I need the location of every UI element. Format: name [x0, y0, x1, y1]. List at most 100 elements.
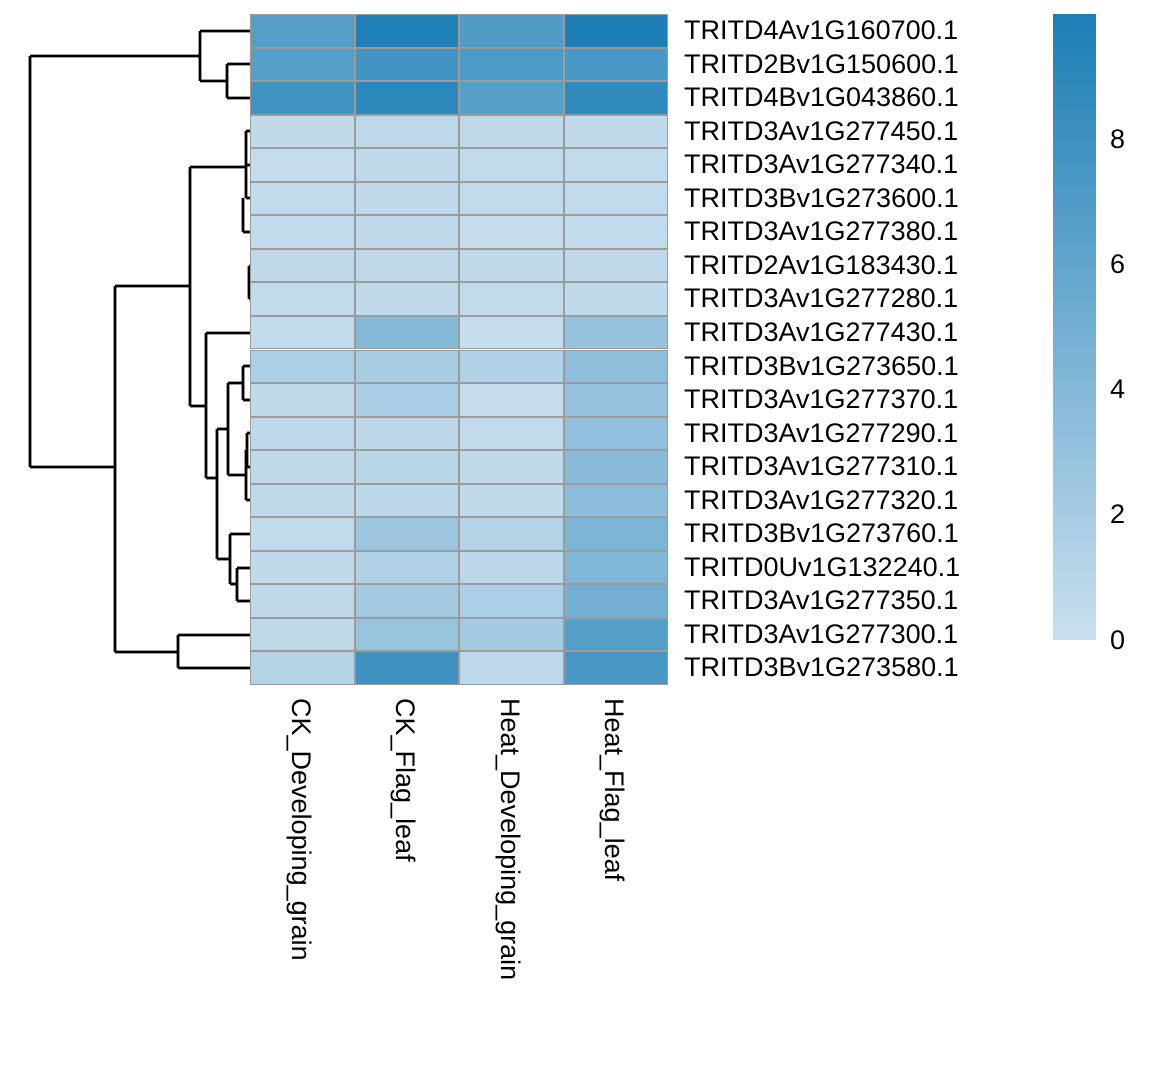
heatmap-cell — [459, 383, 564, 417]
legend-tick-label: 6 — [1110, 248, 1126, 279]
row-label: TRITD3Bv1G273760.1 — [684, 518, 959, 549]
heatmap-cell — [354, 450, 459, 484]
heatmap-cell — [459, 114, 564, 149]
column-label: Heat_Flag_leaf — [599, 698, 630, 882]
heatmap-cell — [354, 651, 459, 685]
heatmap-cell — [354, 617, 459, 652]
heatmap-cell — [250, 47, 355, 82]
row-label: TRITD3Av1G277290.1 — [684, 417, 959, 448]
heatmap-cell — [250, 517, 355, 551]
heatmap-cell — [459, 81, 564, 115]
heatmap-cell — [354, 483, 459, 518]
heatmap-cell — [250, 483, 355, 518]
heatmap-cell — [563, 215, 668, 249]
heatmap-cell — [459, 181, 564, 216]
heatmap-cell — [563, 617, 668, 652]
heatmap-cell — [563, 114, 668, 149]
heatmap-cell — [563, 181, 668, 216]
heatmap-cell — [459, 349, 564, 384]
heatmap-cell — [250, 550, 355, 585]
heatmap-cell — [250, 450, 355, 484]
heatmap-cell — [459, 14, 564, 48]
heatmap-cell — [459, 282, 564, 316]
heatmap-cell — [459, 416, 564, 451]
heatmap-cell — [250, 215, 355, 249]
heatmap-cell — [459, 483, 564, 518]
heatmap-cell — [459, 617, 564, 652]
row-label: TRITD0Uv1G132240.1 — [684, 551, 961, 582]
heatmap-cell — [354, 248, 459, 283]
heatmap-cell — [563, 349, 668, 384]
heatmap-cell — [354, 14, 459, 48]
row-label: TRITD3Av1G277350.1 — [684, 585, 959, 616]
legend-tick-label: 2 — [1110, 499, 1126, 530]
heatmap-cell — [354, 181, 459, 216]
heatmap-cell — [563, 315, 668, 350]
row-label: TRITD3Av1G277300.1 — [684, 618, 959, 649]
heatmap-cell — [354, 282, 459, 316]
row-label: TRITD3Bv1G273600.1 — [684, 182, 959, 213]
heatmap-cell — [250, 114, 355, 149]
heatmap-cell — [563, 550, 668, 585]
heatmap-cell — [563, 483, 668, 518]
heatmap-cell — [354, 416, 459, 451]
heatmap-cell — [459, 517, 564, 551]
heatmap-cell — [250, 181, 355, 216]
heatmap-cell — [563, 81, 668, 115]
heatmap-cell — [250, 349, 355, 384]
heatmap-cell — [250, 248, 355, 283]
heatmap-cell — [250, 282, 355, 316]
heatmap-cell — [563, 14, 668, 48]
heatmap-cell — [354, 550, 459, 585]
heatmap-cell — [354, 114, 459, 149]
heatmap-cell — [563, 282, 668, 316]
heatmap-cell — [354, 517, 459, 551]
heatmap-cell — [354, 215, 459, 249]
heatmap-cell — [459, 148, 564, 182]
heatmap-cell — [354, 315, 459, 350]
heatmap-cell — [459, 450, 564, 484]
heatmap-cell — [354, 584, 459, 618]
heatmap-cell — [250, 584, 355, 618]
heatmap-cell — [250, 148, 355, 182]
heatmap-cell — [563, 651, 668, 685]
heatmap-cell — [563, 248, 668, 283]
row-label: TRITD3Av1G277430.1 — [684, 316, 959, 347]
row-label: TRITD3Av1G277320.1 — [684, 484, 959, 515]
heatmap-cell — [250, 81, 355, 115]
row-label: TRITD2Bv1G150600.1 — [684, 48, 959, 79]
legend-tick-label: 4 — [1110, 374, 1126, 405]
heatmap-cell — [459, 248, 564, 283]
legend-tick-label: 0 — [1110, 624, 1126, 655]
heatmap-cell — [250, 416, 355, 451]
heatmap-cell — [459, 584, 564, 618]
row-label: TRITD3Bv1G273580.1 — [684, 652, 959, 683]
column-label: Heat_Developing_grain — [494, 698, 525, 981]
legend-tick-label: 8 — [1110, 123, 1126, 154]
heatmap-cell — [563, 416, 668, 451]
heatmap-cell — [354, 47, 459, 82]
heatmap-cell — [563, 148, 668, 182]
heatmap-cell — [459, 315, 564, 350]
heatmap-cell — [563, 383, 668, 417]
row-label: TRITD4Av1G160700.1 — [684, 15, 959, 45]
heatmap-cell — [563, 517, 668, 551]
heatmap-cell — [459, 47, 564, 82]
column-label: CK_Developing_grain — [285, 698, 316, 961]
row-label: TRITD3Av1G277280.1 — [684, 283, 959, 314]
legend-gradient-bar — [1053, 14, 1096, 640]
heatmap-cell — [250, 383, 355, 417]
heatmap-cell — [563, 450, 668, 484]
heatmap-cell — [459, 215, 564, 249]
row-label: TRITD3Av1G277380.1 — [684, 216, 959, 247]
row-label: TRITD3Bv1G273650.1 — [684, 350, 959, 381]
column-label: CK_Flag_leaf — [390, 698, 421, 862]
row-label: TRITD3Av1G277340.1 — [684, 149, 959, 180]
row-label: TRITD3Av1G277450.1 — [684, 115, 959, 146]
heatmap-cell — [250, 315, 355, 350]
heatmap-cell — [354, 148, 459, 182]
heatmap-cell — [459, 550, 564, 585]
row-label: TRITD2Av1G183430.1 — [684, 249, 959, 280]
heatmap-cell — [250, 617, 355, 652]
